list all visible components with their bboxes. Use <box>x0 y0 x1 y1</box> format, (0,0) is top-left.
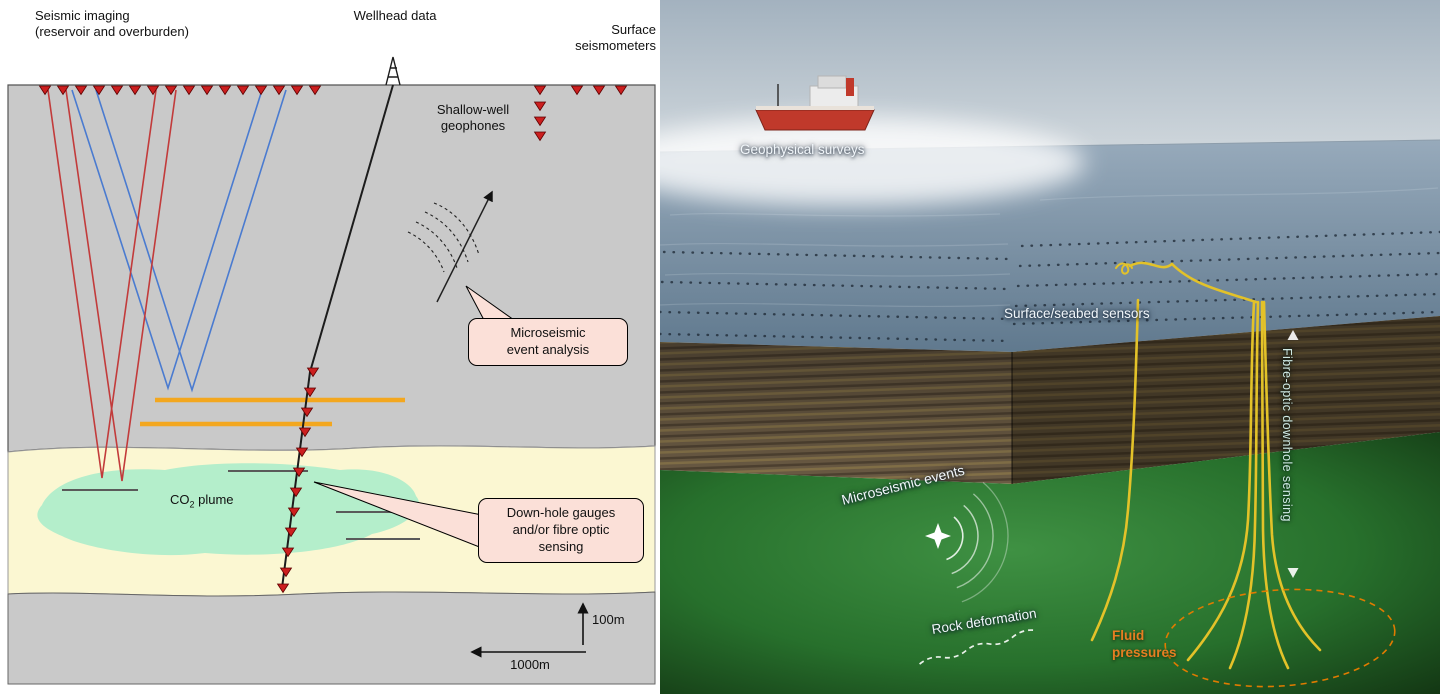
rock-deformation-trace <box>919 629 1036 665</box>
co2-label-prefix: CO <box>170 492 190 507</box>
microseismic-event-marker <box>925 481 1009 603</box>
rock-face-front-shade <box>660 342 1012 484</box>
surface-seabed-sensors-label: Surface/seabed sensors <box>1004 306 1150 321</box>
geophysical-surveys-label: Geophysical surveys <box>740 142 865 157</box>
scale-vertical-label: 100m <box>592 612 625 627</box>
schematic-panel: Seismic imaging (reservoir and overburde… <box>0 0 660 694</box>
seabed-sensor-dots <box>660 230 1440 343</box>
downhole-box-line3: sensing <box>538 538 584 554</box>
deep-subsurface <box>660 432 1440 694</box>
downhole-gauges-box: Down-hole gauges and/or fibre optic sens… <box>478 498 644 563</box>
seismic-imaging-line1: Seismic imaging <box>35 8 130 23</box>
co2-plume-label: CO2 plume <box>170 492 234 511</box>
fibre-optic-arrowheads <box>1287 330 1299 578</box>
downhole-box-line1: Down-hole gauges <box>506 505 616 520</box>
co2-label-sub: 2 <box>189 499 195 510</box>
seismic-imaging-line2: (reservoir and overburden) <box>35 24 189 40</box>
shallow-well-geophones-label: Shallow-well geophones <box>420 102 526 135</box>
fluid-pressure-zone <box>1164 588 1396 688</box>
downhole-box-line2: and/or fibre optic <box>512 521 610 537</box>
seismic-rays-red <box>47 89 177 482</box>
co2-label-suffix: plume <box>194 492 234 507</box>
scale-bars <box>470 602 589 658</box>
geophone-triangles <box>38 85 628 594</box>
survey-ship <box>755 75 875 131</box>
microseismic-analysis-box: Microseismic event analysis <box>468 318 628 366</box>
fibre-optic-sensing-label: Fibre-optic downhole sensing <box>1280 348 1294 522</box>
downhole-wells <box>1090 261 1322 670</box>
microseismic-box-line1: Microseismic <box>510 325 586 340</box>
illustration-panel: Geophysical surveys Surface/seabed senso… <box>660 0 1440 694</box>
rock-face-side <box>1012 316 1440 484</box>
fluid-pressures-line2: pressures <box>1112 644 1177 660</box>
wave-streaks <box>660 187 1439 308</box>
injection-interval-lines <box>140 397 405 427</box>
illustration-svg <box>660 0 1440 694</box>
rock-face-side-shade <box>1012 316 1440 484</box>
shallow-well-geophones-line1: Shallow-well <box>436 102 510 117</box>
horizon-haze <box>660 118 1085 206</box>
surface-seismometers-line1: Surface <box>611 22 656 37</box>
wellhead-data-label: Wellhead data <box>353 8 437 23</box>
scale-horizontal-label: 1000m <box>510 657 550 672</box>
lower-seal-layer <box>7 591 656 685</box>
seismic-imaging-label: Seismic imaging (reservoir and overburde… <box>35 8 189 41</box>
fluid-pressures-label: Fluid pressures <box>1112 628 1177 662</box>
surface-seismometers-line2: seismometers <box>575 38 656 54</box>
microseismic-box-line2: event analysis <box>506 341 590 357</box>
shallow-well-geophones-line2: geophones <box>440 118 506 134</box>
microseismic-ray-arrow <box>436 190 493 303</box>
overburden-layer <box>7 84 656 453</box>
microseismic-wavefronts <box>407 202 480 273</box>
seismic-rays-blue <box>71 89 287 393</box>
fluid-pressures-line1: Fluid <box>1112 628 1145 643</box>
surface-seismometers-label: Surface seismometers <box>568 22 656 55</box>
